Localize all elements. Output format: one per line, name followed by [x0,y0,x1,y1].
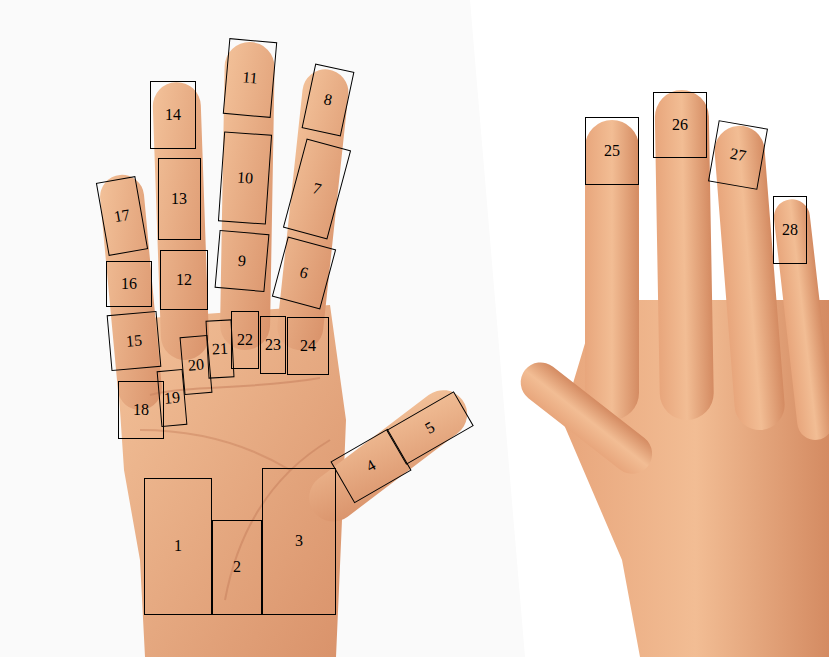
middle-finger [220,42,275,351]
region-number: 25 [604,143,620,159]
region-box: 1 [144,478,212,615]
region-number: 13 [171,191,187,207]
region-number: 26 [672,117,688,133]
region-number: 8 [322,91,333,108]
back-hand [513,90,829,657]
region-box: 19 [157,369,188,427]
region-box: 24 [287,317,329,375]
region-number: 7 [311,180,323,198]
region-box: 22 [231,311,259,369]
region-box: 26 [653,92,707,158]
region-number: 19 [163,389,180,406]
region-number: 4 [364,457,379,475]
region-number: 9 [237,253,246,270]
region-box: 9 [215,230,270,292]
region-box: 16 [106,261,152,307]
ring-finger [713,124,787,432]
region-box: 15 [107,311,162,371]
region-number: 21 [212,341,229,358]
region-number: 3 [295,533,303,549]
region-box: 13 [158,158,201,240]
region-box: 23 [260,316,286,374]
little-finger [772,197,829,442]
palm-crease [140,430,290,470]
region-number: 2 [233,559,241,575]
region-number: 15 [125,332,142,349]
region-box: 20 [180,335,213,395]
region-number: 1 [174,538,182,554]
region-number: 22 [237,332,253,348]
region-box: 12 [160,250,208,310]
region-number: 16 [121,276,137,292]
region-number: 20 [187,356,204,373]
region-number: 17 [113,207,132,226]
region-box: 18 [118,381,164,439]
region-box: 2 [212,520,262,615]
thumb [513,354,661,482]
region-number: 6 [298,264,310,282]
region-number: 18 [133,402,149,418]
region-number: 27 [729,146,748,165]
palm-hand [98,42,477,657]
region-number: 24 [300,338,316,354]
index-finger [275,67,351,352]
region-box: 25 [585,117,639,185]
little-finger [98,173,164,412]
region-number: 28 [782,222,798,238]
region-box: 11 [223,38,277,118]
region-box: 28 [773,196,807,264]
ring-finger [152,81,210,361]
region-number: 12 [176,272,192,288]
region-number: 10 [236,169,253,186]
region-box: 3 [262,468,336,615]
region-number: 14 [165,107,181,123]
middle-finger [654,90,714,421]
region-box: 14 [150,81,196,149]
thumb [300,381,477,532]
region-box: 27 [708,120,768,190]
index-finger [585,120,639,420]
region-box: 10 [218,131,272,224]
region-number: 5 [423,419,438,437]
backdrop [0,0,525,657]
region-number: 11 [242,69,259,86]
region-number: 23 [265,337,281,353]
